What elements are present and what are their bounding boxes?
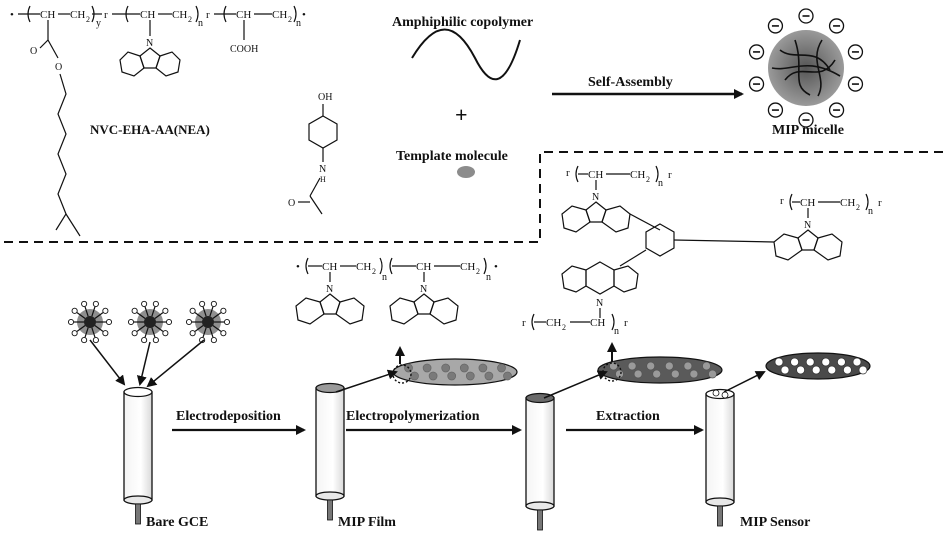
svg-text:N: N — [596, 298, 603, 309]
chain-dot-left: • — [10, 9, 14, 21]
small-micelles — [68, 301, 229, 342]
polymer-name: NVC-EHA-AA(NEA) — [90, 122, 210, 137]
svg-text:CH: CH — [630, 169, 645, 181]
ch-label-2: CH — [140, 9, 155, 21]
r-label-2: r — [206, 9, 210, 21]
svg-text:2: 2 — [856, 203, 860, 212]
svg-text:r: r — [624, 317, 628, 329]
ester-o: O — [55, 62, 62, 73]
svg-text:r: r — [566, 167, 570, 179]
ch2-label-3: CH — [272, 9, 287, 21]
svg-text:N: N — [804, 220, 811, 231]
segment-y: y — [96, 18, 101, 29]
svg-text:CH: CH — [356, 261, 371, 273]
svg-text:CH: CH — [800, 197, 815, 209]
svg-text:r: r — [878, 197, 882, 209]
electrode — [316, 384, 344, 521]
ch-label-3: CH — [236, 9, 251, 21]
svg-text:n: n — [382, 272, 387, 283]
svg-text:r: r — [522, 317, 526, 329]
nh-label: N — [319, 164, 326, 175]
electrode — [706, 390, 734, 527]
copolymer-wave — [412, 30, 520, 80]
small-micelle — [128, 301, 171, 342]
ch2-sub-3: 2 — [288, 15, 292, 24]
svg-text:n: n — [868, 206, 873, 217]
svg-text:n: n — [614, 326, 619, 337]
ch-label-1: CH — [40, 9, 55, 21]
h-label: H — [320, 175, 326, 184]
micelle-label: MIP micelle — [772, 123, 844, 138]
copolymer-structure: • CH CH 2 y r CH CH 2 n r CH CH 2 n • O … — [10, 6, 306, 236]
electrode — [526, 394, 554, 531]
film-disc — [336, 348, 517, 392]
ch2-label-1: CH — [70, 9, 85, 21]
micelle-arrow-3 — [148, 340, 204, 386]
film-disc — [724, 353, 870, 392]
svg-text:r: r — [780, 195, 784, 207]
svg-text:2: 2 — [562, 323, 566, 332]
template-molecule-dot — [457, 166, 475, 178]
small-micelle — [68, 301, 111, 342]
segment-n-1: n — [198, 18, 203, 29]
svg-text:N: N — [592, 192, 599, 203]
film-structure: • CH CH 2 n CH CH 2 n • N N — [296, 258, 498, 324]
svg-text:CH: CH — [416, 261, 431, 273]
electrode — [124, 388, 152, 525]
svg-text:n: n — [658, 178, 663, 189]
svg-text:•: • — [296, 261, 300, 273]
mip-micelle — [750, 9, 863, 127]
self-assembly-label: Self-Assembly — [588, 75, 673, 90]
films — [336, 344, 870, 398]
small-micelle — [186, 301, 229, 342]
carbonyl-o: O — [30, 46, 37, 57]
svg-text:CH: CH — [588, 169, 603, 181]
template-label: Template molecule — [396, 149, 508, 164]
svg-text:n: n — [486, 272, 491, 283]
step-label-extraction: Extraction — [596, 409, 660, 424]
amphiphilic-label: Amphiphilic copolymer — [392, 15, 533, 30]
svg-text:•: • — [494, 261, 498, 273]
carbazole-n: N — [146, 38, 153, 49]
plus-sign: + — [455, 102, 468, 127]
svg-text:CH: CH — [590, 317, 605, 329]
micelle-arrow-2 — [140, 342, 150, 384]
svg-text:CH: CH — [546, 317, 561, 329]
svg-text:CH: CH — [460, 261, 475, 273]
electrode-label-mip-sensor: MIP Sensor — [740, 515, 810, 530]
svg-text:N: N — [326, 284, 333, 295]
template-structure: OH N H O — [288, 92, 337, 214]
svg-text:CH: CH — [840, 197, 855, 209]
svg-text:2: 2 — [476, 267, 480, 276]
ch2-sub-1: 2 — [86, 15, 90, 24]
micelle-arrow-1 — [90, 340, 124, 384]
electrodes — [124, 384, 734, 531]
step-label-electropolymerization: Electropolymerization — [346, 409, 480, 424]
chain-dot-right: • — [302, 9, 306, 21]
amide-o: O — [288, 198, 295, 209]
film-disc — [544, 344, 722, 398]
electrode-label-mip-film: MIP Film — [338, 515, 396, 530]
r-label-1: r — [104, 9, 108, 21]
svg-text:2: 2 — [646, 175, 650, 184]
step-label-electrodeposition: Electrodeposition — [176, 409, 281, 424]
oh-label: OH — [318, 92, 332, 103]
electrode-label-bare-gce: Bare GCE — [146, 515, 208, 530]
polymerized-structure: r CH CH 2 n r N r CH CH 2 n r N — [522, 166, 882, 337]
svg-text:2: 2 — [372, 267, 376, 276]
cooh-label: COOH — [230, 44, 258, 55]
svg-text:CH: CH — [322, 261, 337, 273]
svg-text:r: r — [668, 169, 672, 181]
ch2-label-2: CH — [172, 9, 187, 21]
ch2-sub-2: 2 — [188, 15, 192, 24]
segment-n-2: n — [296, 18, 301, 29]
svg-text:N: N — [420, 284, 427, 295]
